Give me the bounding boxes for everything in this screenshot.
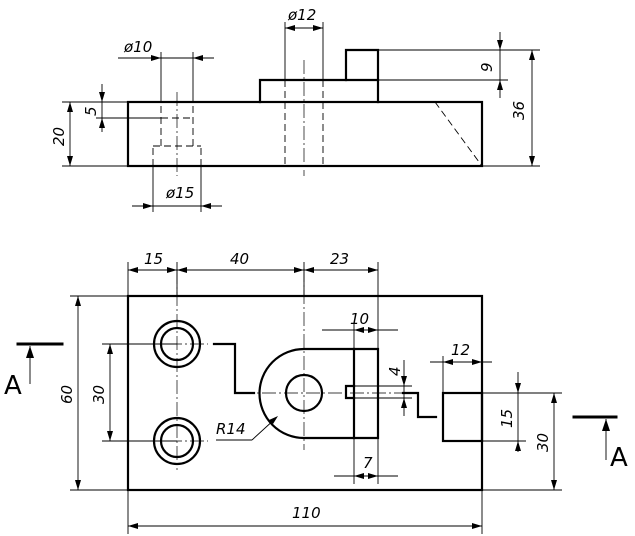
dim-h30-left: 30: [90, 385, 108, 404]
dim-d12: ø12: [287, 6, 316, 24]
dim-w40: 40: [230, 250, 249, 268]
dim-w15: 15: [144, 250, 163, 268]
front-boss-hole-hidden: [284, 80, 324, 166]
top-view: [126, 268, 484, 492]
front-base-outline: [126, 100, 484, 168]
dim-h5: 5: [82, 106, 100, 116]
dim-w23: 23: [330, 250, 349, 268]
dim-h30-right: 30: [534, 433, 552, 452]
dim-h20: 20: [50, 127, 68, 146]
dim-d10: ø10: [123, 38, 152, 56]
dim-h36: 36: [510, 101, 528, 120]
top-right-block: [441, 391, 484, 443]
dim-w10: 10: [350, 310, 369, 328]
dim-d15: ø15: [165, 184, 194, 202]
top-dimensions: 15 40 23 10 12 4 7 15: [58, 250, 562, 534]
dim-h15: 15: [498, 409, 516, 428]
top-boss-outline: [258, 347, 380, 440]
front-boss-top-outline: [344, 48, 380, 82]
dim-r14: R14: [216, 420, 246, 438]
dim-w110: 110: [292, 504, 321, 522]
section-marker-right: A: [572, 415, 628, 473]
section-label-left: A: [4, 371, 22, 401]
dim-h4: 4: [386, 366, 404, 376]
dim-h60: 60: [58, 385, 76, 404]
front-dimensions: ø10 ø12 ø15 20 5 9: [50, 6, 540, 212]
front-view: [126, 48, 484, 176]
top-boss-notch: [344, 384, 356, 400]
front-slant-hidden: [434, 101, 483, 167]
dim-w7: 7: [363, 454, 373, 472]
section-marker-left: A: [4, 342, 64, 401]
section-line-left: [212, 342, 256, 395]
section-line-right: [401, 391, 438, 419]
section-label-right: A: [610, 443, 628, 473]
top-base-outline: [126, 294, 484, 492]
dim-w12: 12: [451, 341, 470, 359]
front-boss-outline: [258, 78, 380, 104]
dim-h9: 9: [478, 62, 496, 72]
